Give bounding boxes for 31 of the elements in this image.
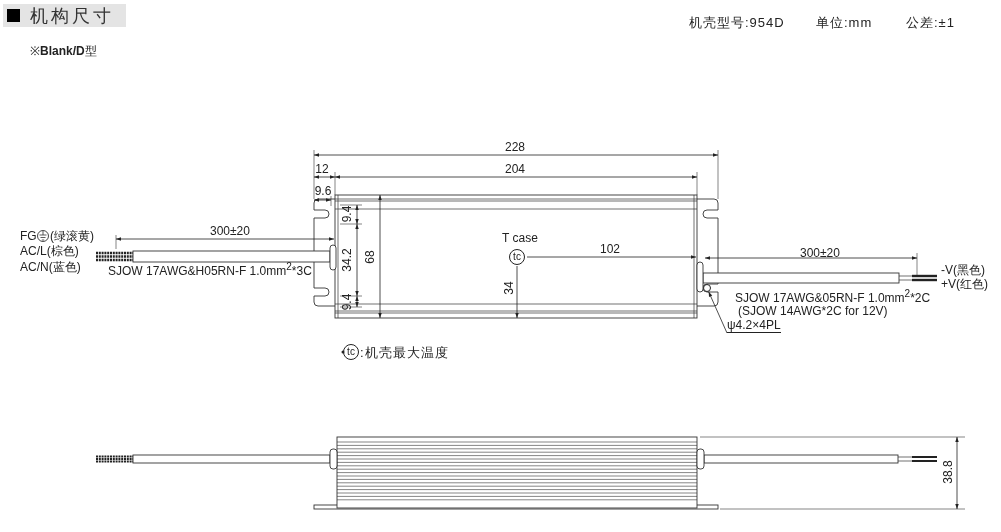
callout-text: ψ4.2×4PL — [727, 319, 781, 333]
dimension-label: 102 — [600, 243, 620, 255]
cable-spec-text: SJOW 17AWG&05RN-F 1.0mm$^{2}$*2C — [735, 288, 931, 304]
wire-label: AC/L(棕色) — [20, 245, 79, 257]
mounting-hole — [703, 284, 711, 292]
cable-spec-text: (SJOW 14AWG*2C for 12V) — [738, 305, 888, 317]
dimension-label: 9.6 — [314, 185, 332, 197]
wire-label: FG — [20, 230, 37, 242]
wire-label: -V(黑色) — [941, 264, 985, 276]
dimension-label: 68 — [364, 250, 376, 264]
dimension-label: 300±20 — [800, 247, 840, 259]
dimension-label: 204 — [505, 163, 525, 175]
dimension-label: 300±20 — [210, 225, 250, 237]
model-variant-text: ※Blank/D型 — [30, 45, 97, 57]
dimension-label: 34.2 — [341, 248, 353, 272]
cable-spec-text: SJOW 17AWG&H05RN-F 1.0mm$^{2}$*3C — [108, 261, 312, 277]
header-text: 机壳型号:954D — [689, 15, 785, 29]
dimension-label: 228 — [505, 141, 525, 153]
dimension-label: 9.4 — [341, 293, 353, 311]
wire-label: +V(红色) — [941, 278, 988, 290]
heading-text: 机构尺寸 — [30, 7, 114, 25]
dimension-label: 12 — [315, 163, 329, 175]
dimension-label: 9.4 — [341, 205, 353, 223]
header-text: 公差:±1 — [906, 15, 955, 29]
dimension-label: 34 — [503, 281, 515, 295]
header-text: 单位:mm — [816, 15, 873, 29]
dimension-label: 38.8 — [942, 460, 954, 484]
point-label: T case — [502, 232, 538, 244]
wire-label: AC/N(蓝色) — [20, 261, 81, 273]
wire-label: (绿滚黄) — [50, 230, 94, 242]
note-text: :机壳最大温度 — [360, 345, 449, 359]
